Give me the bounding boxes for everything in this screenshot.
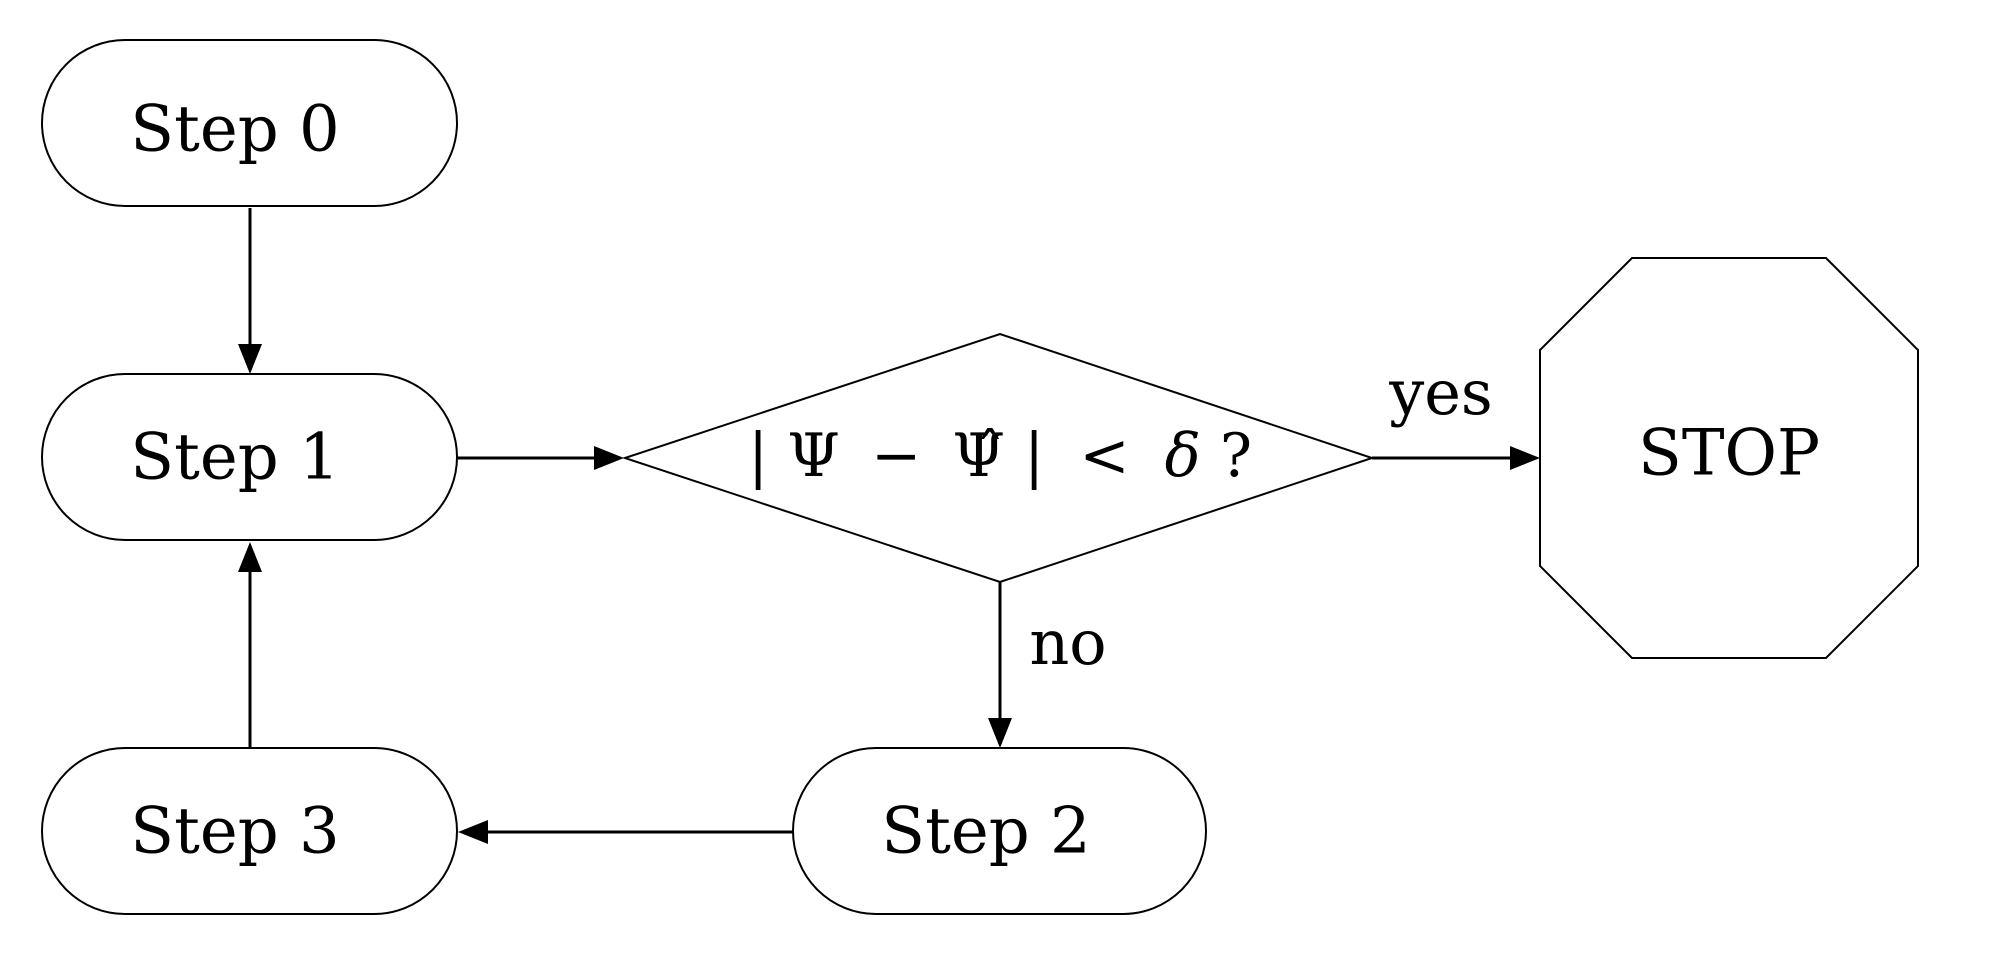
step-3-shape — [41, 747, 458, 915]
step-2-label: Step 2 — [881, 795, 1090, 869]
step-1-node: Step 1 — [41, 373, 458, 541]
step-1-shape — [41, 373, 458, 541]
decision-diamond — [621, 332, 1376, 584]
less-than-symbol: < — [1079, 421, 1129, 491]
question-mark: ? — [1220, 421, 1252, 491]
minus-symbol: − — [871, 421, 921, 491]
step-0-shape — [41, 39, 458, 207]
stop-octagon — [1539, 257, 1919, 659]
delta-symbol: δ — [1165, 421, 1201, 491]
decision-condition: | Ψ − Ψ̂ | < δ ? — [748, 421, 1252, 491]
step-1-label: Step 1 — [130, 421, 339, 495]
edges — [238, 208, 1540, 844]
no-label: no — [1029, 606, 1106, 679]
arrowhead-step2-top — [988, 718, 1012, 748]
psi-hat-symbol: Ψ̂ — [952, 421, 1005, 491]
step-3-node: Step 3 — [41, 747, 458, 915]
abs-bar-left: | — [748, 421, 768, 491]
arrowhead-step3-right — [458, 820, 488, 844]
stop-label: STOP — [1638, 417, 1820, 491]
arrowhead-step1-bottom — [238, 542, 262, 572]
step-0-node: Step 0 — [41, 39, 458, 207]
step-0-label: Step 0 — [130, 93, 339, 167]
decision-node: | Ψ − Ψ̂ | < δ ? — [621, 332, 1376, 584]
stop-node: STOP — [1539, 257, 1919, 659]
psi-symbol: Ψ — [787, 421, 840, 491]
arrowhead-stop-left — [1510, 446, 1540, 470]
step-2-node: Step 2 — [792, 747, 1207, 915]
step-2-shape — [792, 747, 1207, 915]
arrowhead-decision-left — [594, 446, 624, 470]
yes-label: yes — [1388, 356, 1493, 429]
step-3-label: Step 3 — [130, 795, 339, 869]
arrowhead-step1-top — [238, 344, 262, 374]
abs-bar-right: | — [1024, 421, 1044, 491]
